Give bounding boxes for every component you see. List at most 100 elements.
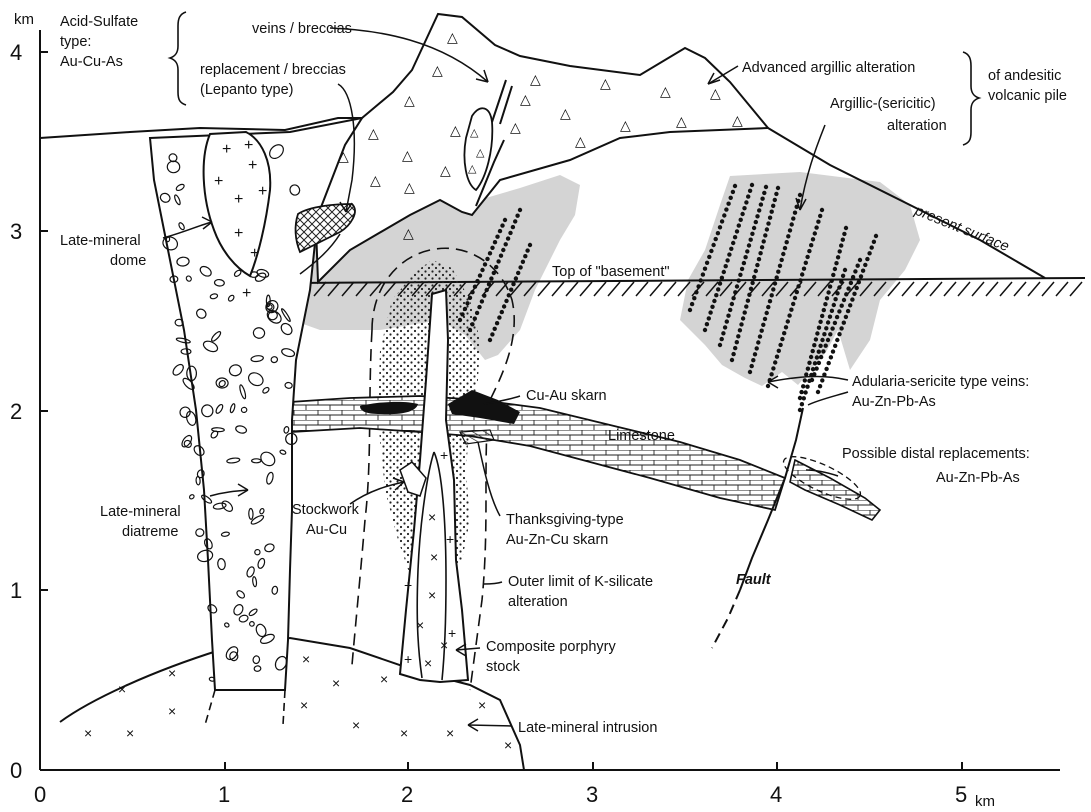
svg-text:×: × <box>440 637 448 653</box>
x-tick-2: 2 <box>401 782 413 807</box>
svg-text:×: × <box>168 665 176 681</box>
y-tick-3: 3 <box>10 219 22 244</box>
svg-text:△: △ <box>368 125 379 141</box>
label-cu-au-skarn: Cu-Au skarn <box>526 388 607 404</box>
svg-text:+: + <box>242 285 251 302</box>
label-top-basement: Top of "basement" <box>552 264 670 280</box>
label-distal-2: Au-Zn-Pb-As <box>936 470 1020 486</box>
svg-text:×: × <box>428 509 436 525</box>
svg-text:×: × <box>504 737 512 753</box>
y-tick-2: 2 <box>10 399 22 424</box>
svg-text:×: × <box>478 697 486 713</box>
label-stockwork-2: Au-Cu <box>306 522 347 538</box>
label-argillic-2: alteration <box>887 118 947 134</box>
svg-text:△: △ <box>447 29 458 45</box>
svg-text:×: × <box>428 587 436 603</box>
label-andesitic-1: of andesitic <box>988 68 1061 84</box>
svg-text:△: △ <box>440 162 451 178</box>
svg-text:△: △ <box>510 119 521 135</box>
x-axis: 0 1 2 3 4 5 km <box>34 762 1060 810</box>
x-axis-unit: km <box>975 793 995 810</box>
svg-text:+: + <box>234 225 243 242</box>
svg-text:+: + <box>248 157 257 174</box>
label-adularia-2: Au-Zn-Pb-As <box>852 394 936 410</box>
svg-text:△: △ <box>402 147 413 163</box>
svg-text:△: △ <box>732 112 743 128</box>
label-late-diatreme-2: diatreme <box>122 524 178 540</box>
x-tick-5: 5 <box>955 782 967 807</box>
y-tick-4: 4 <box>10 40 22 65</box>
svg-text:△: △ <box>470 127 479 139</box>
fault-line-dashed <box>712 590 740 648</box>
y-tick-0: 0 <box>10 758 22 783</box>
svg-text:×: × <box>416 617 424 633</box>
svg-text:×: × <box>332 675 340 691</box>
svg-text:×: × <box>352 717 360 733</box>
label-limestone: Limestone <box>608 428 675 444</box>
x-tick-1: 1 <box>218 782 230 807</box>
svg-text:△: △ <box>476 147 485 159</box>
svg-text:+: + <box>446 531 454 547</box>
diatreme-dashed-root <box>205 690 285 725</box>
label-late-intrusion: Late-mineral intrusion <box>518 720 657 736</box>
limestone-bed <box>290 396 785 510</box>
label-outer-limit-1: Outer limit of K-silicate <box>508 574 653 590</box>
label-acid-sulfate-3: Au-Cu-As <box>60 54 123 70</box>
label-replacement-1: replacement / breccias <box>200 62 346 78</box>
label-late-dome-2: dome <box>110 253 146 269</box>
svg-text:×: × <box>126 725 134 741</box>
y-axis-unit: km <box>14 11 34 28</box>
label-distal-1: Possible distal replacements: <box>842 446 1030 462</box>
brace-acid-sulfate <box>170 12 186 105</box>
label-acid-sulfate-1: Acid-Sulfate <box>60 14 138 30</box>
svg-text:△: △ <box>404 179 415 195</box>
svg-text:+: + <box>404 651 412 667</box>
svg-text:×: × <box>430 549 438 565</box>
label-acid-sulfate-2: type: <box>60 34 91 50</box>
label-replacement-2: (Lepanto type) <box>200 82 294 98</box>
svg-text:+: + <box>244 137 253 154</box>
svg-text:+: + <box>404 577 412 593</box>
label-present-surface: present surface <box>912 202 1012 255</box>
svg-text:×: × <box>302 651 310 667</box>
svg-text:+: + <box>258 183 267 200</box>
svg-text:△: △ <box>404 92 415 108</box>
svg-text:+: + <box>214 173 223 190</box>
label-fault: Fault <box>736 572 772 588</box>
svg-text:△: △ <box>575 133 586 149</box>
svg-text:△: △ <box>710 85 721 101</box>
svg-text:+: + <box>448 625 456 641</box>
svg-text:△: △ <box>676 113 687 129</box>
limestone-bed-offset <box>790 460 880 520</box>
svg-text:△: △ <box>432 62 443 78</box>
svg-text:×: × <box>400 725 408 741</box>
svg-text:△: △ <box>560 105 571 121</box>
svg-text:△: △ <box>620 117 631 133</box>
x-tick-4: 4 <box>770 782 782 807</box>
thanksgiving-skarn <box>460 430 494 444</box>
svg-text:△: △ <box>450 122 461 138</box>
label-porphyry-1: Composite porphyry <box>486 639 616 655</box>
label-andesitic-2: volcanic pile <box>988 88 1067 104</box>
svg-text:△: △ <box>468 163 477 175</box>
label-argillic-1: Argillic-(sericitic) <box>830 96 936 112</box>
svg-text:△: △ <box>403 225 414 241</box>
label-late-diatreme-1: Late-mineral <box>100 504 181 520</box>
svg-text:△: △ <box>660 83 671 99</box>
svg-text:△: △ <box>370 172 381 188</box>
y-axis: km 4 3 2 1 0 <box>10 11 48 783</box>
svg-text:×: × <box>84 725 92 741</box>
svg-text:+: + <box>250 245 259 262</box>
label-thanksgiving-2: Au-Zn-Cu skarn <box>506 532 608 548</box>
label-porphyry-2: stock <box>486 659 521 675</box>
label-veins-breccias: veins / breccias <box>252 21 352 37</box>
label-advanced-argillic: Advanced argillic alteration <box>742 60 915 76</box>
svg-text:×: × <box>424 655 432 671</box>
x-tick-0: 0 <box>34 782 46 807</box>
svg-text:△: △ <box>520 91 531 107</box>
x-tick-3: 3 <box>586 782 598 807</box>
svg-text:△: △ <box>600 75 611 91</box>
svg-text:×: × <box>380 671 388 687</box>
svg-text:+: + <box>440 447 448 463</box>
